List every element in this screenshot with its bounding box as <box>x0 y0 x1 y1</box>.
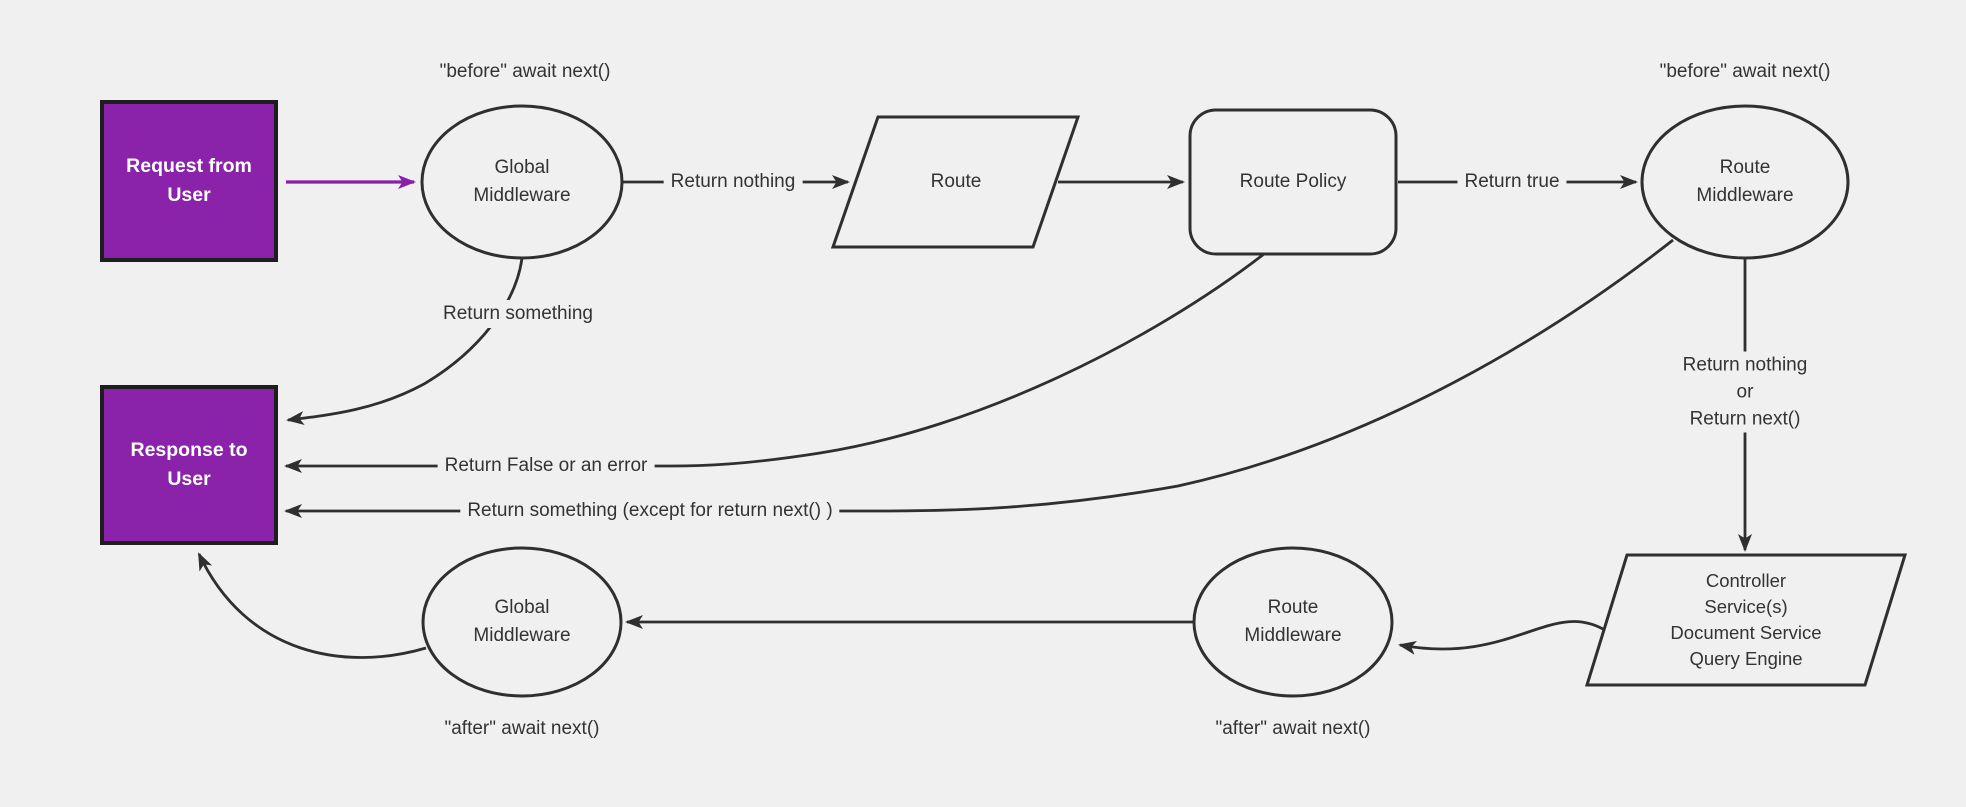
node-controller-shape <box>1584 553 1908 687</box>
label-line: Service(s) <box>1704 596 1788 617</box>
node-route-middleware-before-shape <box>1640 104 1850 260</box>
edge-label-return-something: Return something <box>436 300 600 328</box>
label-line: Controller <box>1705 570 1787 591</box>
node-route-label: Route <box>930 171 982 192</box>
edge-label-return-nothing-or-next: Return nothing or Return next() <box>1675 351 1815 433</box>
node-request-from-user: Request from User <box>100 100 278 262</box>
label-line: Return next() <box>1689 408 1801 430</box>
request-label-line1: Request from <box>126 155 252 177</box>
label-line: Route <box>1719 157 1771 178</box>
edge-label-return-nothing: Return nothing <box>663 168 803 196</box>
annotation-after-await-next-route: "after" await next() <box>1215 718 1371 739</box>
label-line: Middleware <box>1244 625 1342 646</box>
node-route-policy-label: Route Policy <box>1239 171 1347 192</box>
label-line: Return nothing <box>1682 354 1808 376</box>
request-label-line2: User <box>167 184 211 206</box>
node-route-policy-shape <box>1188 108 1398 256</box>
annotation-before-await-next-route: "before" await next() <box>1659 61 1831 82</box>
label-line: Query Engine <box>1689 648 1803 669</box>
response-label-line1: Response to <box>130 439 248 461</box>
node-global-middleware-before-label: Global Middleware <box>473 154 570 210</box>
node-route-middleware-before-label: Route Middleware <box>1696 154 1793 210</box>
label-line: Global <box>494 157 550 178</box>
label-line: Middleware <box>1696 185 1794 206</box>
label-line: Global <box>494 597 550 618</box>
response-label-line2: User <box>167 468 211 490</box>
edge-route-middleware-to-response <box>284 238 1674 518</box>
edge-global-middleware-after-to-response <box>197 552 427 659</box>
edge-label-return-something-except: Return something (except for return next… <box>460 497 840 525</box>
label-line: Document Service <box>1670 622 1822 643</box>
edge-global-middleware-to-response <box>286 257 524 426</box>
node-controller-label: Controller Service(s) Document Service Q… <box>1670 568 1821 672</box>
node-global-middleware-before-shape <box>420 104 624 260</box>
edge-route-policy-to-response <box>284 252 1265 473</box>
annotation-before-await-next-global: "before" await next() <box>439 61 611 82</box>
node-route-middleware-after-shape <box>1192 546 1394 698</box>
edge-label-return-false-or-error: Return False or an error <box>437 452 655 480</box>
label-line: Middleware <box>473 185 571 206</box>
node-response-to-user: Response to User <box>100 385 278 545</box>
node-global-middleware-after-label: Global Middleware <box>473 594 570 650</box>
edge-controller-to-route-middleware-after <box>1398 620 1609 655</box>
node-global-middleware-after-shape <box>421 546 623 698</box>
label-line: Middleware <box>473 625 571 646</box>
node-route-shape <box>830 115 1081 249</box>
annotation-after-await-next-global: "after" await next() <box>444 718 600 739</box>
node-route-middleware-after-label: Route Middleware <box>1244 594 1341 650</box>
label-line: or <box>1736 381 1754 403</box>
label-line: Route <box>1267 597 1319 618</box>
edge-label-return-true: Return true <box>1457 168 1567 196</box>
